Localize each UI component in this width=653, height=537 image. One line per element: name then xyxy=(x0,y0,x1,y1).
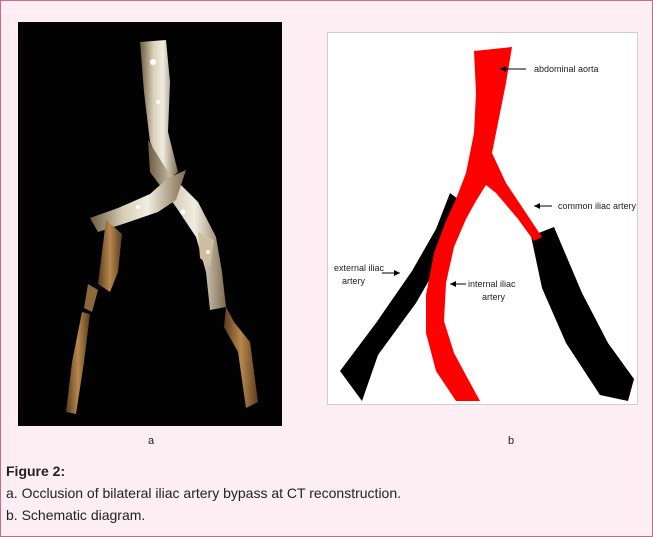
label-common-iliac: common iliac artery xyxy=(558,201,637,211)
ct-vessel-render xyxy=(18,22,282,426)
label-external-iliac-line2: artery xyxy=(342,276,366,286)
label-abdominal-aorta: abdominal aorta xyxy=(534,64,599,74)
label-internal-iliac-line1: internal iliac xyxy=(468,279,516,289)
caption-line-a: a. Occlusion of bilateral iliac artery b… xyxy=(6,485,401,501)
caption-line-b: b. Schematic diagram. xyxy=(6,507,145,523)
schematic-svg: abdominal aorta common iliac artery exte… xyxy=(328,33,637,404)
panel-b-label: b xyxy=(508,435,514,447)
figure-caption-title: Figure 2: xyxy=(6,463,65,479)
right-iliac-occluded xyxy=(531,227,634,401)
label-external-iliac-line1: external iliac xyxy=(334,263,385,273)
ct-reconstruction-image xyxy=(18,22,282,426)
panel-a-label: a xyxy=(148,435,154,447)
label-internal-iliac-line2: artery xyxy=(482,292,506,302)
schematic-diagram: abdominal aorta common iliac artery exte… xyxy=(327,32,638,405)
